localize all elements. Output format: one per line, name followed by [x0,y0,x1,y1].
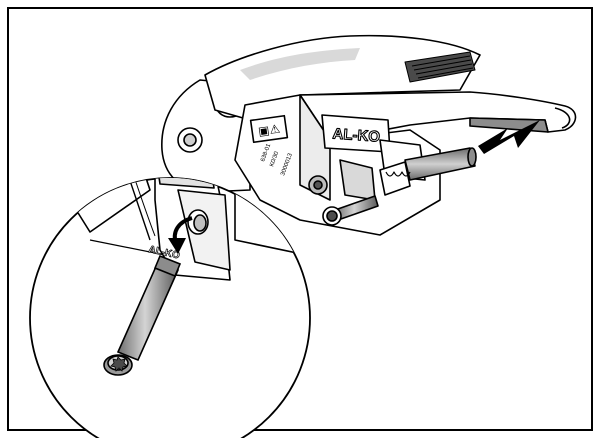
diagram-border [7,7,593,431]
coupling-head: AL-KO ▣⚠ 638-01 K0/30 3000013 [161,34,577,236]
detail-bolt [103,254,182,376]
brand-logo-main: AL-KO [332,125,381,145]
coupling-cover [204,34,481,121]
pictogram-label: ▣⚠ [257,121,281,138]
pull-direction-arrow [478,120,540,154]
drawbar-rod [404,147,476,181]
spring-coil [385,171,411,177]
torx-socket-icon [110,356,128,372]
detail-magnifier: AL-KO [29,177,311,438]
part-code-2: K0/30 [269,150,280,167]
removal-arrow [168,216,193,254]
pictogram-plate [249,114,289,144]
cover-grip-ribs [404,51,476,83]
